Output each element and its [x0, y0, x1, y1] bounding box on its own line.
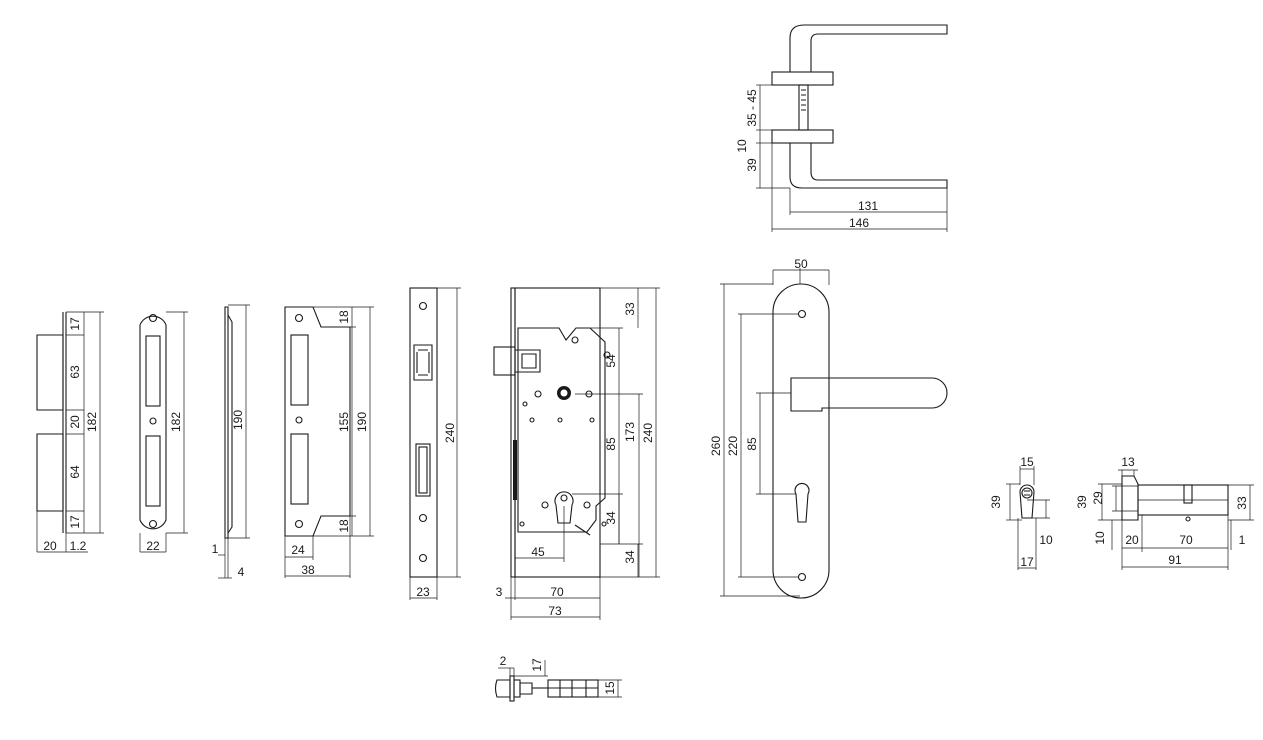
dim-63: 63 — [68, 365, 82, 379]
strike-plate-b: 182 22 — [139, 311, 188, 553]
dim-17-top: 17 — [68, 317, 82, 331]
dim-10: 10 — [1039, 533, 1053, 547]
dim-22: 22 — [146, 539, 160, 553]
forend: 240 23 — [409, 287, 461, 600]
dim-45: 45 — [531, 545, 545, 559]
dim-10: 10 — [735, 139, 749, 153]
dim-190: 190 — [231, 410, 245, 430]
dim-34-lower: 34 — [623, 550, 637, 564]
cylinder-side-view: 13 39 29 33 10 20 70 1 91 — [1075, 455, 1254, 570]
dim-4: 4 — [238, 565, 245, 579]
dim-64: 64 — [68, 465, 82, 479]
dim-54: 54 — [604, 354, 618, 368]
dim-24: 24 — [291, 543, 305, 557]
dim-182: 182 — [85, 412, 99, 432]
cylinder-end-view: 15 39 10 17 — [989, 455, 1053, 570]
dim-38: 38 — [301, 563, 315, 577]
dim-33: 33 — [623, 302, 637, 316]
dim-70: 70 — [550, 585, 564, 599]
dim-240: 240 — [641, 423, 655, 443]
dim-17: 17 — [530, 658, 544, 672]
dim-3: 3 — [496, 585, 503, 599]
dim-10: 10 — [1093, 531, 1107, 545]
dim-17: 17 — [1020, 555, 1034, 569]
lock-case: 33 54 85 173 240 34 34 45 3 70 73 — [493, 287, 660, 620]
dim-70: 70 — [1179, 533, 1193, 547]
dim-13: 13 — [1121, 455, 1135, 469]
dim-91: 91 — [1168, 553, 1182, 567]
latch-detail: 2 17 15 — [494, 654, 622, 702]
handle-top-view: 35 - 45 10 39 131 146 — [735, 24, 948, 232]
dim-17-bottom: 17 — [68, 515, 82, 529]
dim-34-upper: 34 — [604, 511, 618, 525]
dim-260: 260 — [709, 436, 723, 456]
dim-240: 240 — [443, 423, 457, 443]
strike-profile: 190 1 4 — [212, 304, 250, 579]
dim-2: 2 — [500, 654, 507, 668]
dim-20: 20 — [68, 415, 82, 429]
dim-39: 39 — [1075, 495, 1089, 509]
dim-220: 220 — [726, 436, 740, 456]
dim-39: 39 — [745, 158, 759, 172]
dim-39: 39 — [989, 495, 1003, 509]
dim-1: 1 — [212, 542, 219, 556]
dim-20-width: 20 — [43, 539, 57, 553]
dim-15: 15 — [1020, 455, 1034, 469]
dim-23: 23 — [416, 585, 430, 599]
dim-18-top: 18 — [337, 310, 351, 324]
dim-33: 33 — [1235, 496, 1249, 510]
strike-plate-a: 17 63 20 182 64 17 20 1.2 — [36, 311, 104, 553]
dim-182: 182 — [169, 412, 183, 432]
dim-173: 173 — [623, 422, 637, 442]
dim-15: 15 — [603, 681, 617, 695]
dim-85: 85 — [745, 437, 759, 451]
dim-85: 85 — [604, 437, 618, 451]
dim-29: 29 — [1091, 491, 1105, 505]
dim-131: 131 — [858, 199, 878, 213]
dim-190: 190 — [355, 412, 369, 432]
backplate-front: 50 260 220 85 — [709, 257, 948, 599]
dim-73: 73 — [548, 604, 562, 618]
dim-50: 50 — [794, 257, 808, 271]
dim-1-2: 1.2 — [70, 539, 87, 553]
dim-20: 20 — [1125, 533, 1139, 547]
dim-1: 1 — [1239, 533, 1246, 547]
dim-155: 155 — [337, 412, 351, 432]
dim-35-45: 35 - 45 — [745, 89, 759, 127]
angled-strike: 18 155 190 18 24 38 — [284, 306, 374, 578]
dim-18-bottom: 18 — [337, 519, 351, 533]
dim-146: 146 — [849, 216, 869, 230]
